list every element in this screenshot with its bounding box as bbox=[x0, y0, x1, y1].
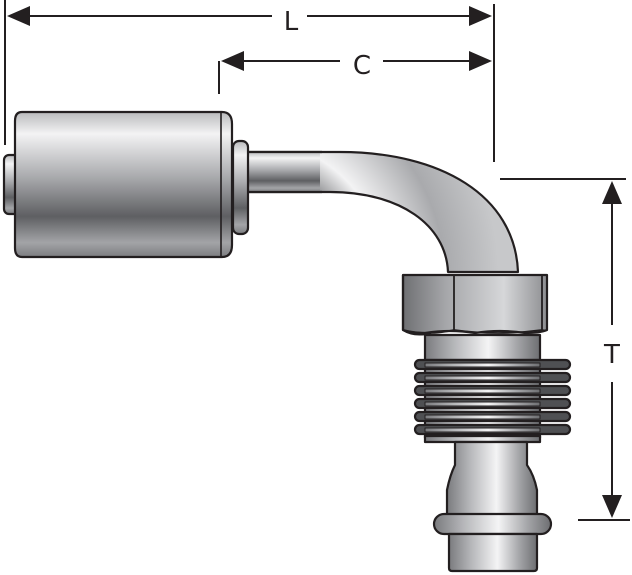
thread bbox=[413, 358, 572, 444]
hex-nut bbox=[401, 273, 549, 336]
stem bbox=[445, 440, 539, 517]
arrow-left-icon bbox=[221, 51, 244, 71]
dimension-L: L bbox=[4, 0, 495, 162]
arrow-left-icon bbox=[7, 6, 30, 26]
dimension-label-L: L bbox=[284, 7, 299, 37]
ferrule-collar bbox=[231, 139, 250, 236]
arrow-down-icon bbox=[602, 495, 622, 518]
stem-bead bbox=[432, 512, 553, 536]
ferrule bbox=[13, 110, 234, 259]
arrow-right-icon bbox=[469, 6, 492, 26]
dimension-T: T bbox=[500, 178, 630, 521]
fitting bbox=[2, 110, 572, 573]
thread-neck bbox=[423, 333, 542, 364]
arrow-up-icon bbox=[602, 181, 622, 204]
stem-tip bbox=[447, 532, 539, 573]
dimension-label-T: T bbox=[603, 340, 620, 370]
dimension-C: C bbox=[218, 51, 492, 94]
arrow-right-icon bbox=[469, 51, 492, 71]
dimension-label-C: C bbox=[353, 51, 371, 81]
